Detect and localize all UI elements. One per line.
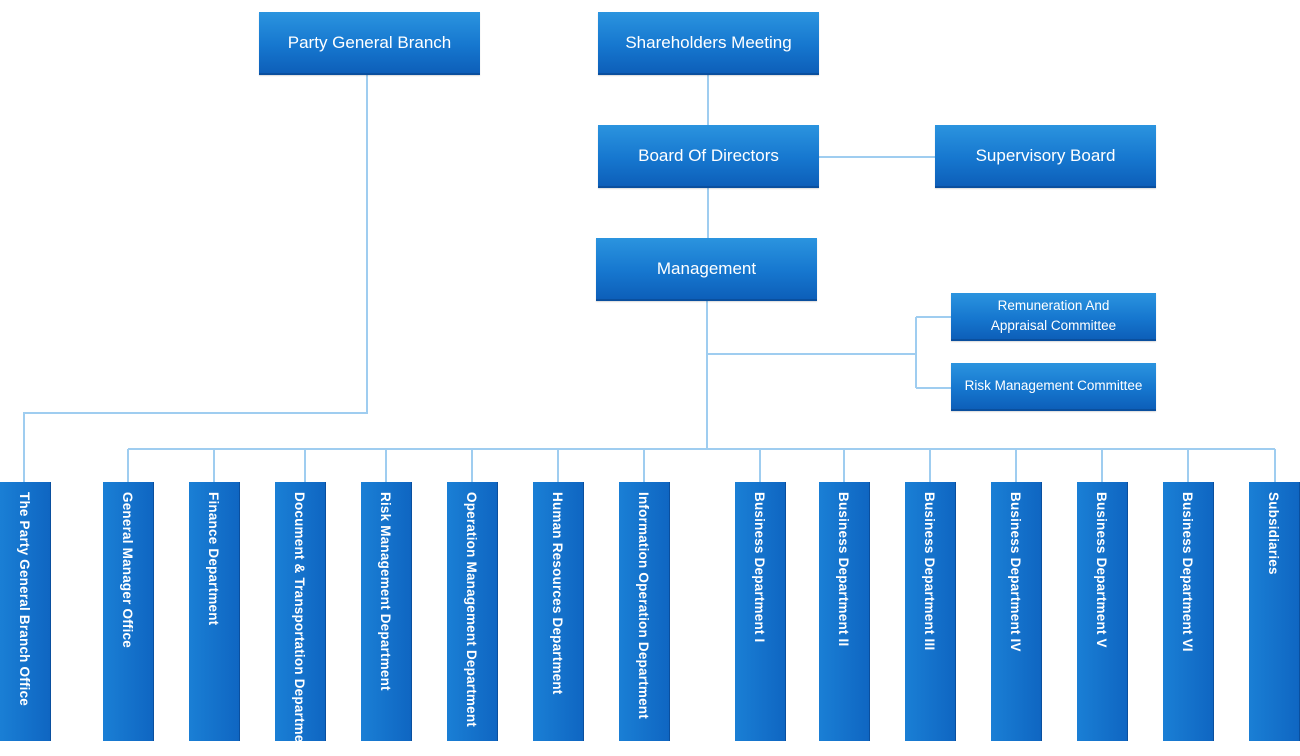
department-business-6: Business Department VI — [1163, 482, 1214, 741]
shareholders-meeting-box: Shareholders Meeting — [598, 12, 819, 75]
department-label: Business Department V — [1094, 492, 1109, 648]
department-party-branch-office: The Party General Branch Office — [0, 482, 51, 741]
department-label: Business Department VI — [1180, 492, 1195, 652]
party-general-branch-label: Party General Branch — [287, 32, 452, 52]
supervisory-board-label: Supervisory Board — [975, 145, 1116, 165]
department-business-4: Business Department IV — [991, 482, 1042, 741]
risk-management-committee-box: Risk Management Committee — [951, 363, 1156, 411]
department-business-3: Business Department III — [905, 482, 956, 741]
department-label: Business Department II — [836, 492, 851, 647]
department-finance: Finance Department — [189, 482, 240, 741]
department-subsidiaries: Subsidiaries — [1249, 482, 1300, 741]
remuneration-committee-box: Remuneration And Appraisal Committee — [951, 293, 1156, 341]
board-of-directors-label: Board Of Directors — [638, 145, 779, 165]
department-information-operation: Information Operation Department — [619, 482, 670, 741]
department-label: Information Operation Department — [636, 492, 651, 719]
supervisory-board-box: Supervisory Board — [935, 125, 1156, 188]
department-label: Operation Management Department — [464, 492, 479, 727]
remuneration-committee-label-line2: Appraisal Committee — [990, 318, 1117, 333]
department-business-2: Business Department II — [819, 482, 870, 741]
party-general-branch-box: Party General Branch — [259, 12, 480, 75]
department-label: Finance Department — [206, 492, 221, 626]
department-business-1: Business Department I — [735, 482, 786, 741]
shareholders-meeting-label: Shareholders Meeting — [625, 32, 792, 52]
management-box: Management — [596, 238, 817, 301]
department-label: The Party General Branch Office — [17, 492, 32, 707]
department-label: Subsidiaries — [1266, 492, 1281, 575]
department-label: Document & Transportation Department — [292, 492, 307, 756]
board-of-directors-box: Board Of Directors — [598, 125, 819, 188]
department-label: Business Department I — [752, 492, 767, 643]
department-operation-management: Operation Management Department — [447, 482, 498, 741]
department-label: Business Department III — [922, 492, 937, 651]
department-label: Risk Management Department — [378, 492, 393, 691]
remuneration-committee-label-line1: Remuneration And — [997, 298, 1110, 313]
management-label: Management — [656, 258, 757, 278]
department-business-5: Business Department V — [1077, 482, 1128, 741]
department-document-transportation: Document & Transportation Department — [275, 482, 326, 756]
department-risk-management: Risk Management Department — [361, 482, 412, 741]
department-label: General Manager Office — [120, 492, 135, 648]
department-human-resources: Human Resources Department — [533, 482, 584, 741]
department-general-manager-office: General Manager Office — [103, 482, 154, 741]
department-label: Human Resources Department — [550, 492, 565, 695]
risk-management-committee-label: Risk Management Committee — [964, 378, 1143, 393]
department-label: Business Department IV — [1008, 492, 1023, 652]
connector-party-branch — [23, 74, 368, 482]
